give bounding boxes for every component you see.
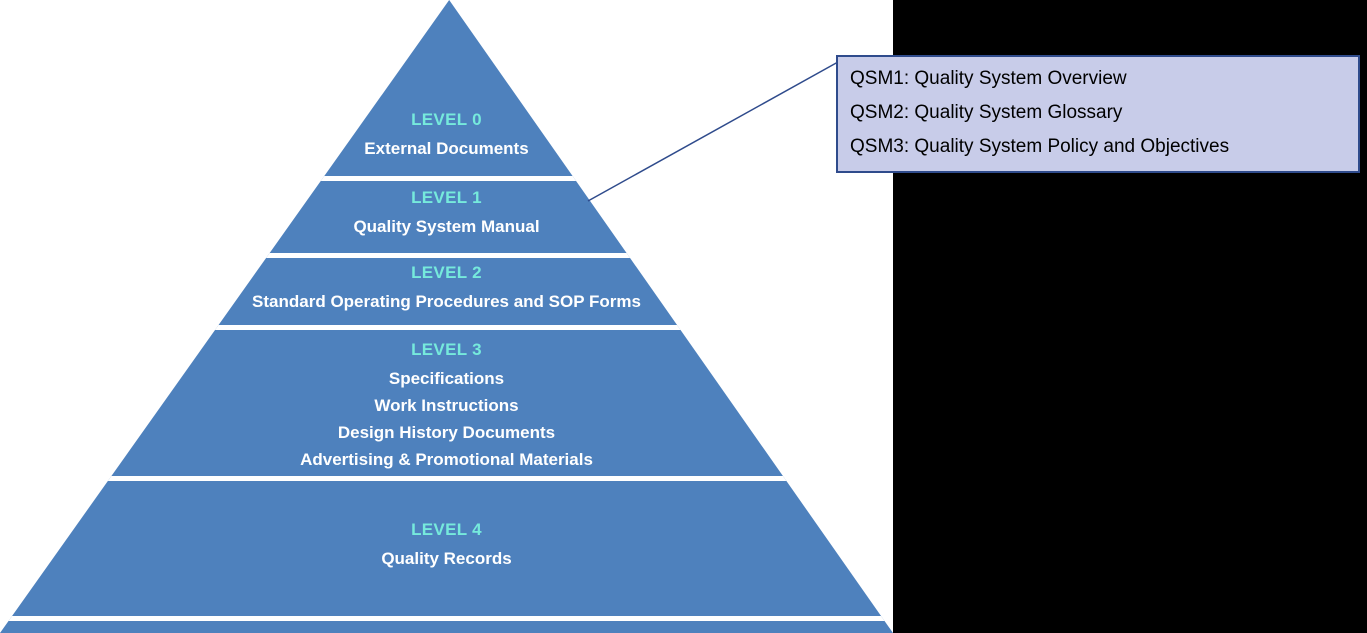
- level-3-line-1: Work Instructions: [374, 396, 519, 415]
- level-3-line-2: Design History Documents: [337, 423, 556, 442]
- level-divider-bottom: [0, 616, 893, 621]
- level-0-label: LEVEL 0: [411, 110, 482, 129]
- level-1-label: LEVEL 1: [411, 188, 482, 207]
- level-3-label: LEVEL 3: [411, 340, 482, 359]
- pyramid-level-3: LEVEL 3 Specifications Work Instructions…: [0, 339, 893, 473]
- level-4-label: LEVEL 4: [411, 520, 482, 539]
- level-1-line-0: Quality System Manual: [353, 217, 540, 236]
- level-2-label: LEVEL 2: [411, 263, 482, 282]
- level-0-line-0: External Documents: [364, 139, 529, 158]
- level-2-line-0: Standard Operating Procedures and SOP Fo…: [252, 292, 641, 311]
- qsm-callout-box: QSM1: Quality System Overview QSM2: Qual…: [836, 55, 1360, 173]
- pyramid-level-4: LEVEL 4 Quality Records: [0, 519, 893, 572]
- callout-item-qsm3: QSM3: Quality System Policy and Objectiv…: [850, 136, 1230, 157]
- callout-item-qsm1: QSM1: Quality System Overview: [850, 68, 1127, 89]
- pyramid-level-2: LEVEL 2 Standard Operating Procedures an…: [0, 262, 893, 315]
- level-4-line-0: Quality Records: [381, 549, 512, 568]
- pyramid-level-1: LEVEL 1 Quality System Manual: [0, 187, 893, 240]
- callout-item-qsm2: QSM2: Quality System Glossary: [850, 102, 1123, 123]
- pyramid-level-0: LEVEL 0 External Documents: [0, 109, 893, 162]
- level-divider-3-4: [0, 476, 893, 481]
- level-3-line-3: Advertising & Promotional Materials: [300, 450, 593, 469]
- level-divider-0-1: [0, 176, 893, 181]
- level-divider-1-2: [0, 253, 893, 258]
- level-divider-2-3: [0, 325, 893, 330]
- level-3-line-0: Specifications: [388, 369, 505, 388]
